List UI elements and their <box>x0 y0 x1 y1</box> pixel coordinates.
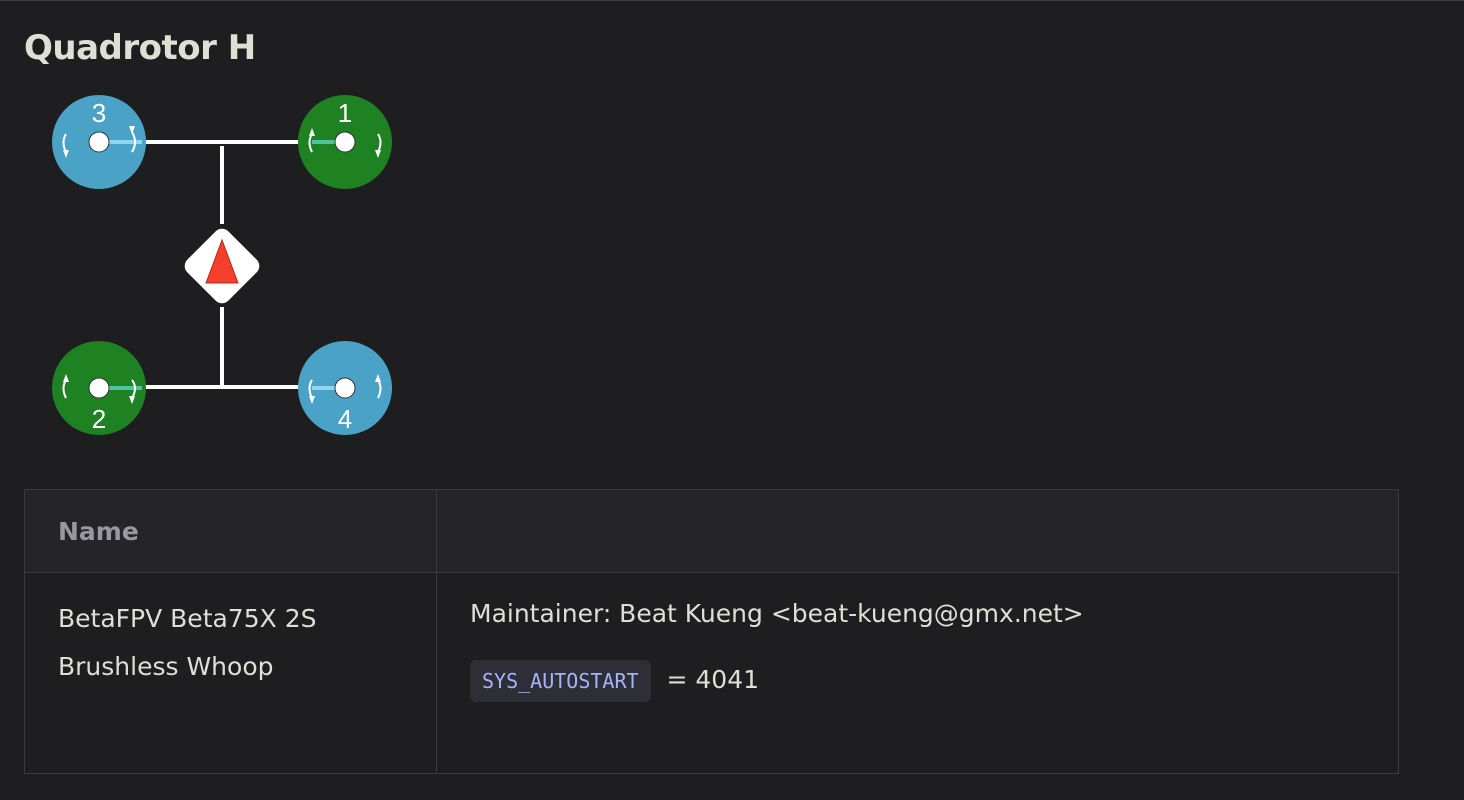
motor-4: 4 <box>298 341 392 435</box>
motor-3: 3 <box>52 95 146 189</box>
maintainer-text: Maintainer: Beat Kueng <beat-kueng@gmx.n… <box>470 599 1084 628</box>
motor-4-label: 4 <box>338 404 352 434</box>
airframe-diagram: 3 1 2 4 <box>52 95 392 435</box>
motor-1-label: 1 <box>338 98 352 128</box>
motor-1: 1 <box>298 95 392 189</box>
airframe-name-line-1: BetaFPV Beta75X 2S <box>58 604 317 633</box>
motor-2: 2 <box>52 341 146 435</box>
autostart-param: SYS_AUTOSTART = 4041 <box>470 660 1365 702</box>
airframe-table: Name BetaFPV Beta75X 2S Brushless Whoop … <box>24 489 1399 774</box>
column-header-details <box>436 489 1399 573</box>
direction-indicator <box>184 228 260 304</box>
airframe-name-cell: BetaFPV Beta75X 2S Brushless Whoop <box>24 572 437 774</box>
motor-3-label: 3 <box>92 98 106 128</box>
param-value: = 4041 <box>666 665 760 694</box>
table-header-row: Name <box>24 489 1399 573</box>
table-row: BetaFPV Beta75X 2S Brushless Whoop Maint… <box>24 572 1399 774</box>
page-title: Quadrotor H <box>24 28 256 68</box>
airframe-name-line-2: Brushless Whoop <box>58 652 274 681</box>
motor-2-label: 2 <box>92 404 106 434</box>
column-header-name: Name <box>24 489 437 573</box>
param-name-code: SYS_AUTOSTART <box>470 660 651 702</box>
airframe-details-cell: Maintainer: Beat Kueng <beat-kueng@gmx.n… <box>436 572 1399 774</box>
